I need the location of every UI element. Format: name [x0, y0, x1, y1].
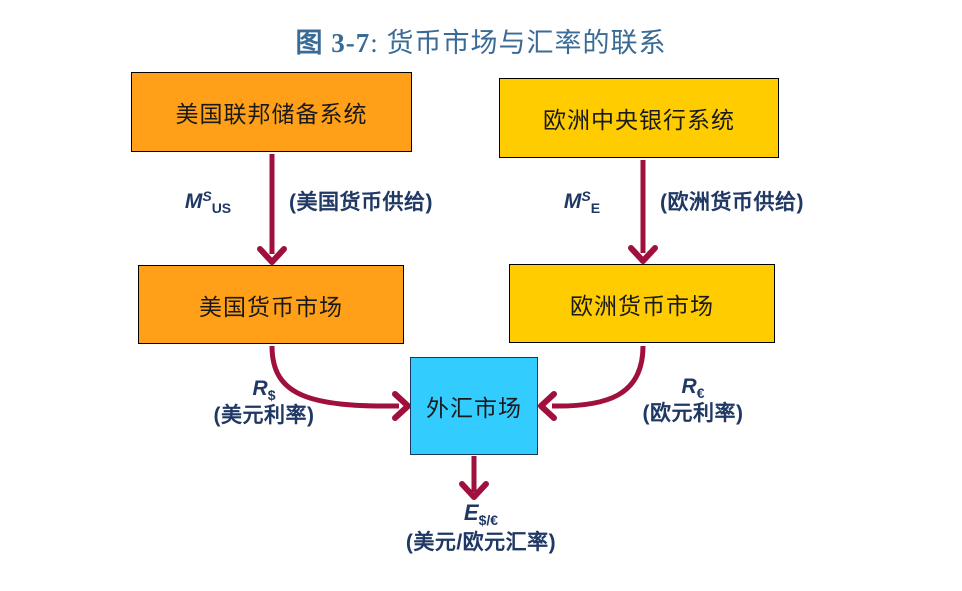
ms-e-symbol: MSE — [540, 188, 624, 216]
r-eur-symbol: R€ — [613, 374, 773, 401]
ms-us-symbol: MSUS — [158, 188, 258, 216]
figure-title: 图 3-7: 货币市场与汇率的联系 — [0, 21, 962, 60]
exchange-rate-symbol: E$/€ — [361, 499, 601, 529]
exchange-rate-subscript: $/€ — [478, 512, 499, 528]
ms-us-subscript: US — [211, 200, 232, 216]
arrow-ecb-to-eu-money-market — [628, 160, 658, 264]
r-usd-subscript: $ — [267, 387, 276, 403]
figure-title-text: : 货币市场与汇率的联系 — [370, 28, 667, 58]
figure-number: 图 3-7 — [295, 28, 371, 58]
box-foreign-exchange-market: 外汇市场 — [410, 357, 538, 455]
r-usd-caption: (美元利率) — [213, 404, 315, 427]
r-eur-caption: (欧元利率) — [642, 402, 744, 425]
box-federal-reserve-system: 美国联邦储备系统 — [131, 72, 412, 152]
box-european-central-bank-system: 欧洲中央银行系统 — [499, 78, 779, 158]
box-foreign-exchange-market-label: 外汇市场 — [426, 396, 522, 421]
box-federal-reserve-system-label: 美国联邦储备系统 — [175, 102, 368, 127]
ms-us-caption: (美国货币供给) — [289, 191, 433, 214]
box-eu-money-market: 欧洲货币市场 — [509, 264, 775, 343]
ms-e-caption: (欧洲货币供给) — [660, 191, 804, 214]
arrow-fx-market-to-exchange-rate — [459, 456, 489, 500]
r-eur-subscript: € — [696, 385, 705, 401]
r-usd-base: R — [252, 377, 268, 400]
exchange-rate-caption: (美元/欧元汇率) — [405, 531, 557, 554]
box-european-central-bank-system-label: 欧洲中央银行系统 — [543, 108, 735, 133]
r-usd-symbol: R$ — [184, 376, 344, 403]
box-eu-money-market-label: 欧洲货币市场 — [570, 293, 714, 319]
exchange-rate-base: E — [463, 500, 479, 525]
ms-e-base: M — [563, 190, 582, 213]
ms-e-superscript: S — [581, 188, 591, 204]
r-eur-base: R — [681, 375, 697, 398]
ms-e-subscript: E — [590, 200, 601, 216]
ms-us-superscript: S — [202, 188, 212, 204]
box-us-money-market-label: 美国货币市场 — [199, 294, 343, 320]
exchange-rate-label-block: E$/€ (美元/欧元汇率) — [361, 499, 601, 556]
box-us-money-market: 美国货币市场 — [138, 265, 404, 344]
arrow-fed-to-us-money-market — [257, 154, 287, 265]
r-eur-label-block: R€ (欧元利率) — [613, 374, 773, 426]
ms-us-base: M — [184, 190, 203, 213]
r-usd-label-block: R$ (美元利率) — [184, 376, 344, 428]
